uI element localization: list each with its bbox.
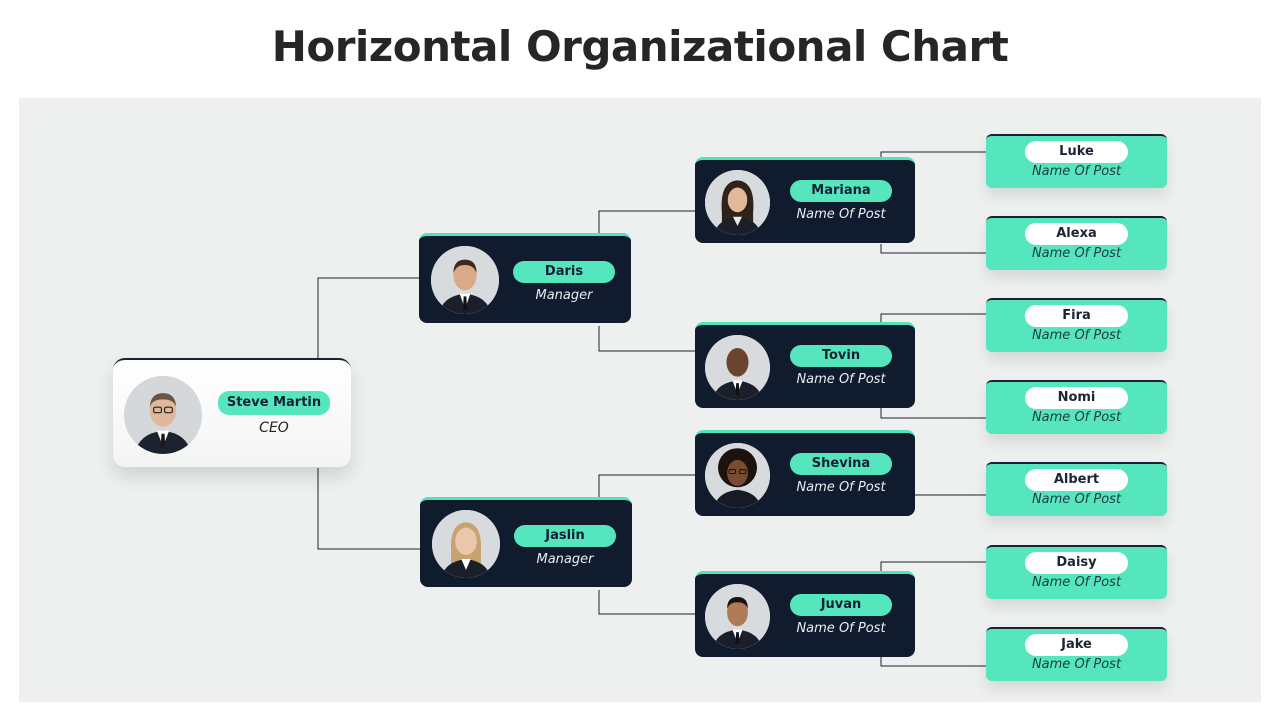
staff-post: Name Of Post [796,372,886,387]
page-title: Horizontal Organizational Chart [271,22,1009,71]
connector-ceo-jaslin [317,468,421,550]
connector-ceo-daris [317,277,420,358]
person-photo-icon [705,335,770,400]
leaf-post: Name Of Post [1031,328,1122,343]
leaf-post: Name Of Post [1031,492,1122,507]
ceo-name: Steve Martin [218,391,330,415]
connector-daris-tovin [598,326,696,352]
staff-post: Name Of Post [796,621,886,636]
manager-post: Manager [535,288,593,303]
leaf-name: Jake [1025,634,1128,656]
staff-name: Shevina [790,453,892,475]
leaf-post: Name Of Post [1031,410,1122,425]
leaf-post: Name Of Post [1031,657,1122,672]
leaf-post: Name Of Post [1031,164,1122,179]
leaf-card-daisy[interactable]: Daisy Name Of Post [986,545,1167,599]
ceo-card[interactable]: Steve Martin CEO [113,358,351,467]
leaf-name: Nomi [1025,387,1128,409]
person-photo-icon [705,443,770,508]
staff-post: Name Of Post [796,480,886,495]
connector-daris-mariana [598,210,696,236]
leaf-name: Alexa [1025,223,1128,245]
person-photo-icon [705,584,770,649]
connector-tovin-fira [880,313,987,323]
staff-name: Tovin [790,345,892,367]
leaf-name: Fira [1025,305,1128,327]
leaf-card-jake[interactable]: Jake Name Of Post [986,627,1167,681]
ceo-post: CEO [259,420,289,436]
leaf-name: Luke [1025,141,1128,163]
staff-name: Mariana [790,180,892,202]
leaf-post: Name Of Post [1031,246,1122,261]
staff-post: Name Of Post [796,207,886,222]
person-photo-icon [431,246,499,314]
leaf-name: Daisy [1025,552,1128,574]
connector-juvan-daisy [880,561,987,573]
connector-jaslin-juvan [598,590,696,615]
leaf-card-luke[interactable]: Luke Name Of Post [986,134,1167,188]
connector-tovin-nomi [880,408,987,419]
connector-jaslin-shevina [598,474,696,499]
manager-post: Manager [536,552,594,567]
connector-mariana-alexa [880,244,987,254]
leaf-card-fira[interactable]: Fira Name Of Post [986,298,1167,352]
manager-name: Daris [513,261,615,283]
staff-name: Juvan [790,594,892,616]
leaf-card-albert[interactable]: Albert Name Of Post [986,462,1167,516]
manager-name: Jaslin [514,525,616,547]
staff-card-shevina[interactable]: Shevina Name Of Post [695,430,915,516]
leaf-card-alexa[interactable]: Alexa Name Of Post [986,216,1167,270]
leaf-post: Name Of Post [1031,575,1122,590]
connector-juvan-jake [880,657,987,667]
person-photo-icon [432,510,500,578]
leaf-card-nomi[interactable]: Nomi Name Of Post [986,380,1167,434]
person-photo-icon [705,170,770,235]
staff-card-juvan[interactable]: Juvan Name Of Post [695,571,915,657]
person-photo-icon [124,376,202,454]
connector-mariana-luke [880,151,987,159]
staff-card-tovin[interactable]: Tovin Name Of Post [695,322,915,408]
leaf-name: Albert [1025,469,1128,491]
staff-card-mariana[interactable]: Mariana Name Of Post [695,157,915,243]
manager-card-daris[interactable]: Daris Manager [419,233,631,323]
manager-card-jaslin[interactable]: Jaslin Manager [420,497,632,587]
